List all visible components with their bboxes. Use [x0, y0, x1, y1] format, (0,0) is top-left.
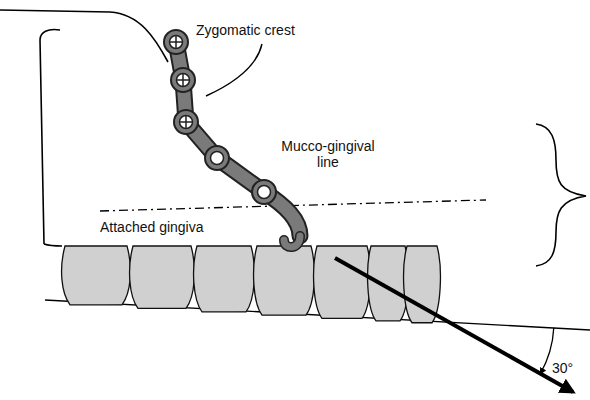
bracket [536, 124, 586, 266]
miniplate [164, 30, 300, 247]
tooth [314, 246, 371, 318]
maxilla-outline [40, 29, 60, 244]
plate-hole [252, 180, 276, 204]
angle-arc [541, 328, 554, 374]
tooth [194, 246, 255, 312]
plate-hole [205, 146, 229, 170]
part-label: 30° [552, 360, 586, 376]
zygoma-outline [0, 10, 168, 62]
tooth [368, 246, 409, 321]
force-arrow [335, 258, 573, 392]
part-label: Mucco-gingival line [272, 138, 384, 170]
tooth [254, 246, 315, 315]
part-label: Zygomatic crest [196, 22, 326, 38]
tooth [404, 246, 441, 323]
tooth [62, 246, 131, 305]
part-label: Attached gingiva [100, 219, 240, 235]
screw [164, 30, 188, 54]
leader-line [206, 44, 262, 96]
tooth [130, 246, 195, 308]
screw [174, 110, 198, 134]
screw [171, 68, 195, 92]
gingiva-outline [44, 244, 62, 246]
